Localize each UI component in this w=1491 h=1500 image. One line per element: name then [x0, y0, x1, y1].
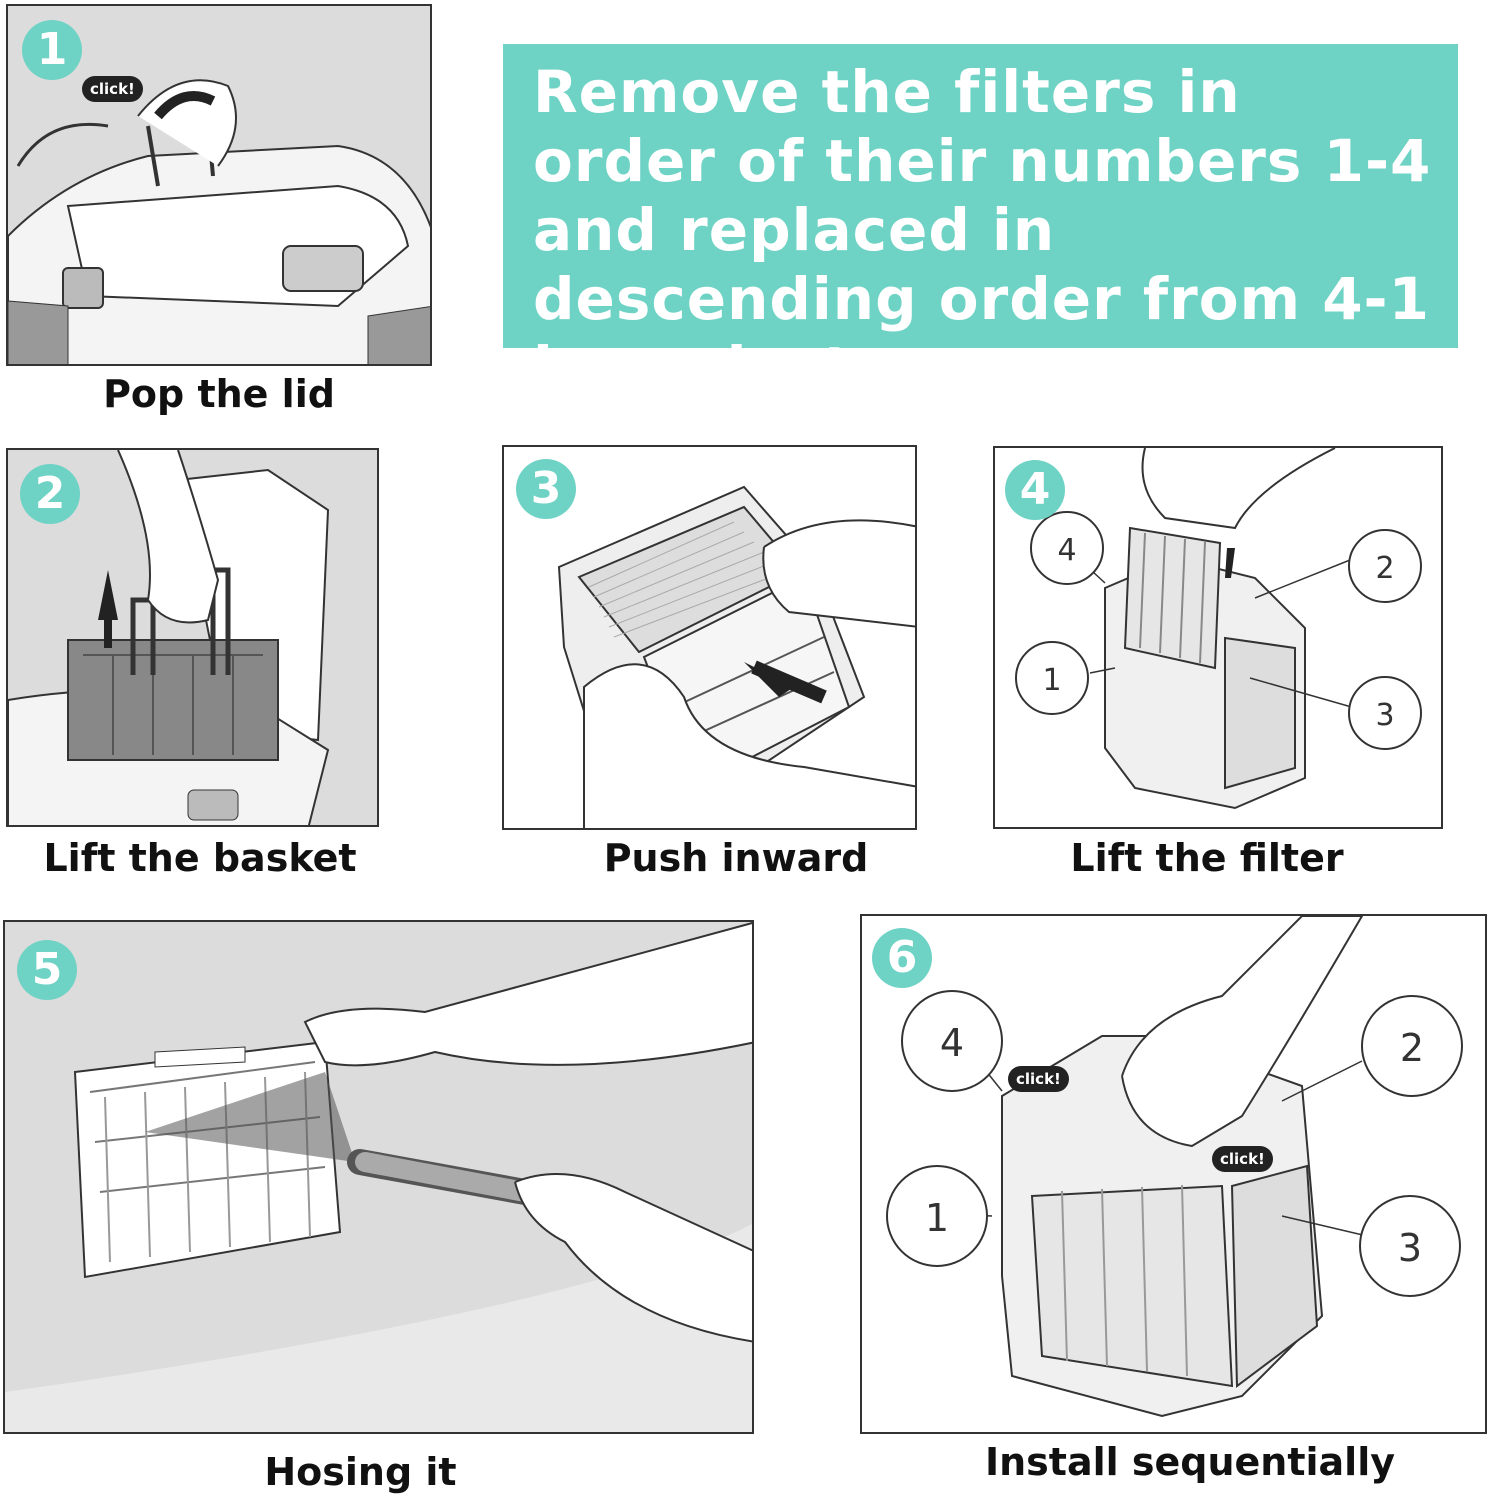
- step-6-illustration: 4 2 1 3 6 click! click!: [860, 914, 1487, 1434]
- step-5-illustration: 5: [3, 920, 754, 1434]
- instruction-banner: Remove the filters in order of their num…: [503, 44, 1458, 402]
- click-burst-icon: click!: [82, 76, 143, 102]
- callout-3-label: 3: [1375, 698, 1394, 733]
- callout-1-label: 1: [925, 1196, 949, 1240]
- step-5-caption: Hosing it: [264, 1450, 457, 1494]
- robot-lid-illustration: [8, 79, 430, 364]
- instruction-text: Remove the filters in order of their num…: [533, 58, 1432, 402]
- filter-push-illustration: [557, 485, 915, 828]
- click-burst-icon: click!: [1008, 1066, 1069, 1092]
- callout-4-label: 4: [1057, 533, 1076, 568]
- callout-3-label: 3: [1398, 1226, 1422, 1270]
- step-1-illustration: 1 click!: [6, 4, 432, 366]
- filter-install-illustration: 4 2 1 3: [886, 916, 1463, 1418]
- step-1-caption: Pop the lid: [103, 372, 335, 416]
- callout-2-label: 2: [1375, 551, 1394, 586]
- basket-lift-illustration: [8, 450, 330, 825]
- callout-2-label: 2: [1400, 1026, 1424, 1070]
- step-2-illustration: 2: [6, 448, 379, 827]
- step-3-illustration: 3: [502, 445, 917, 830]
- step-6-caption: Install sequentially: [984, 1440, 1396, 1484]
- step-4-illustration: 4 2 1 3 4: [993, 446, 1443, 829]
- step-2-caption: Lift the basket: [43, 836, 357, 880]
- step-4-caption: Lift the filter: [1070, 836, 1344, 880]
- callout-1-label: 1: [1042, 663, 1061, 698]
- step-3-caption: Push inward: [603, 836, 869, 880]
- callout-4-label: 4: [940, 1021, 964, 1065]
- step-4-badge: 4: [1005, 460, 1065, 520]
- step-1-badge: 1: [22, 20, 82, 80]
- step-3-badge: 3: [516, 459, 576, 519]
- click-burst-icon-2: click!: [1212, 1146, 1273, 1172]
- step-5-badge: 5: [17, 940, 77, 1000]
- step-6-badge: 6: [872, 928, 932, 988]
- filter-lift-illustration: 4 2 1 3: [1015, 448, 1422, 810]
- step-2-badge: 2: [20, 464, 80, 524]
- hosing-filter-illustration: [5, 922, 752, 1432]
